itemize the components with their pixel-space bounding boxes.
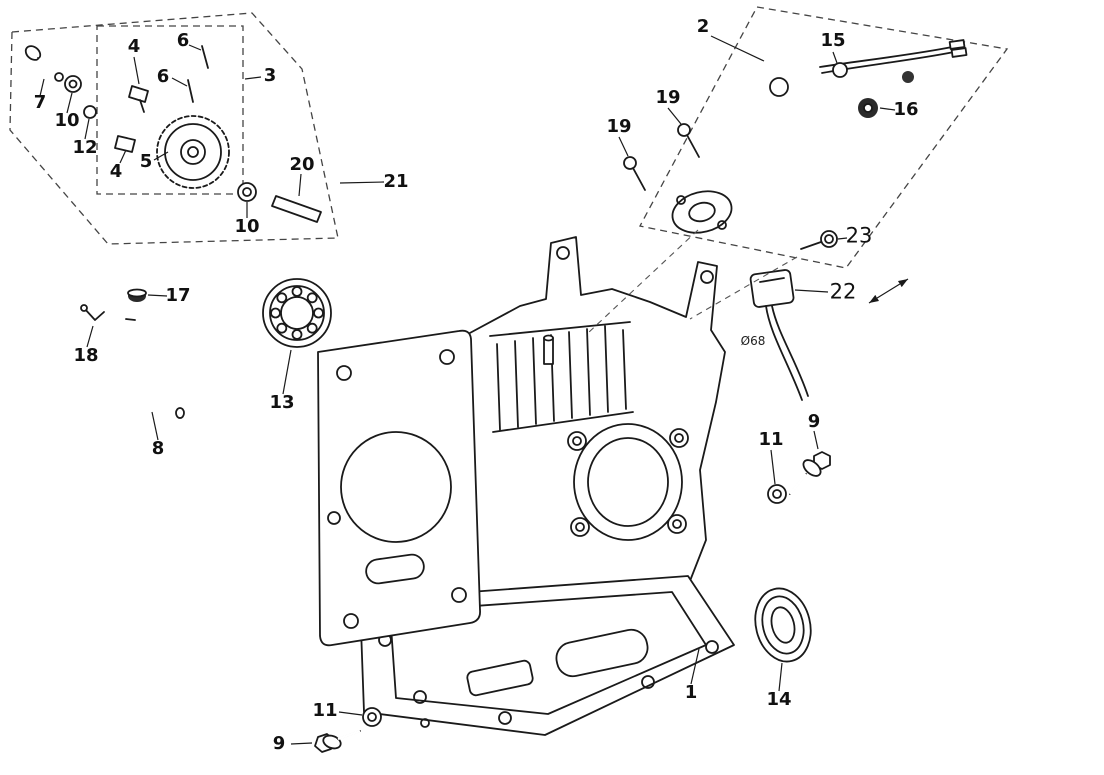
callout-16: 16: [893, 99, 919, 120]
part-6-pin-b: [187, 79, 194, 103]
part-17-cap: [127, 288, 147, 302]
alignment-dash-b: [689, 256, 798, 320]
breather-assembly-group: [623, 6, 1009, 269]
callout-15: 15: [820, 30, 846, 51]
callout-2: 2: [696, 16, 710, 37]
part-9-flange-bolt-right: [789, 451, 831, 495]
part-19-bolt-b: [623, 156, 646, 191]
callout-17: 17: [165, 285, 191, 306]
callout-18: 18: [73, 345, 99, 366]
callout-1: 1: [684, 682, 698, 703]
callout-5: 5: [139, 151, 153, 172]
callout-4a: 4: [127, 36, 141, 57]
callout-19a: 19: [655, 87, 681, 108]
cylinder-stud: [543, 334, 554, 365]
callout-6a: 6: [176, 30, 190, 51]
callout-19b: 19: [606, 116, 632, 137]
callout-9b: 9: [272, 733, 286, 754]
part-10-washer-a: [64, 75, 82, 93]
callout-3: 3: [263, 65, 277, 86]
callout-9a: 9: [807, 411, 821, 432]
callout-22: 22: [829, 279, 857, 304]
part-18-cotter-pin: [80, 304, 105, 321]
part-23-bolt: [800, 230, 838, 250]
part-6-pin-a: [201, 45, 209, 69]
callout-23: 23: [845, 223, 873, 248]
part-16-grommet: [858, 98, 878, 118]
callout-10a: 10: [54, 110, 80, 131]
part-13-ball-bearing: [262, 278, 332, 348]
callout-12: 12: [72, 137, 98, 158]
part-10-washer-b: [237, 182, 257, 202]
part-8-tube: [124, 318, 185, 419]
part-9-flange-bolt-bottom: [314, 729, 361, 753]
crankcase-opening: [567, 423, 689, 541]
callout-11b: 11: [312, 700, 338, 721]
callout-11a: 11: [758, 429, 784, 450]
part-5-governor-gear: [156, 115, 230, 189]
part-20-pin: [271, 195, 322, 223]
alignment-dash-a: [587, 229, 699, 334]
cooling-fins: [489, 321, 634, 433]
callout-10b: 10: [234, 216, 260, 237]
wire-clamp: [902, 71, 914, 83]
part-11-washer-bottom: [362, 707, 382, 727]
part-19-bolt-a: [677, 123, 700, 158]
governor-assembly-group: [9, 12, 339, 245]
callout-20: 20: [289, 154, 315, 175]
part-14-oil-seal: [754, 587, 812, 663]
direction-arrow: [868, 278, 909, 304]
dimension-label: Ø68: [740, 334, 766, 348]
callout-7: 7: [33, 92, 47, 113]
part-22-ignition-coil: [749, 269, 809, 401]
breather-cover: [671, 190, 733, 234]
leader-lines: [39, 35, 896, 745]
part-15-breather-tube: [697, 39, 968, 208]
callout-8: 8: [151, 438, 165, 459]
callout-14: 14: [766, 689, 792, 710]
callout-21: 21: [383, 171, 409, 192]
callout-13: 13: [269, 392, 295, 413]
cylinder-block: [467, 236, 726, 631]
part-4-weight-a: [128, 85, 149, 113]
callout-6b: 6: [156, 66, 170, 87]
callout-4b: 4: [109, 161, 123, 182]
part-4-weight-b: [114, 135, 136, 153]
part-12-clip: [83, 105, 97, 119]
part-11-washer-right: [767, 484, 787, 504]
part-7-pin: [24, 45, 64, 82]
cylinder-gasket: [317, 329, 481, 647]
